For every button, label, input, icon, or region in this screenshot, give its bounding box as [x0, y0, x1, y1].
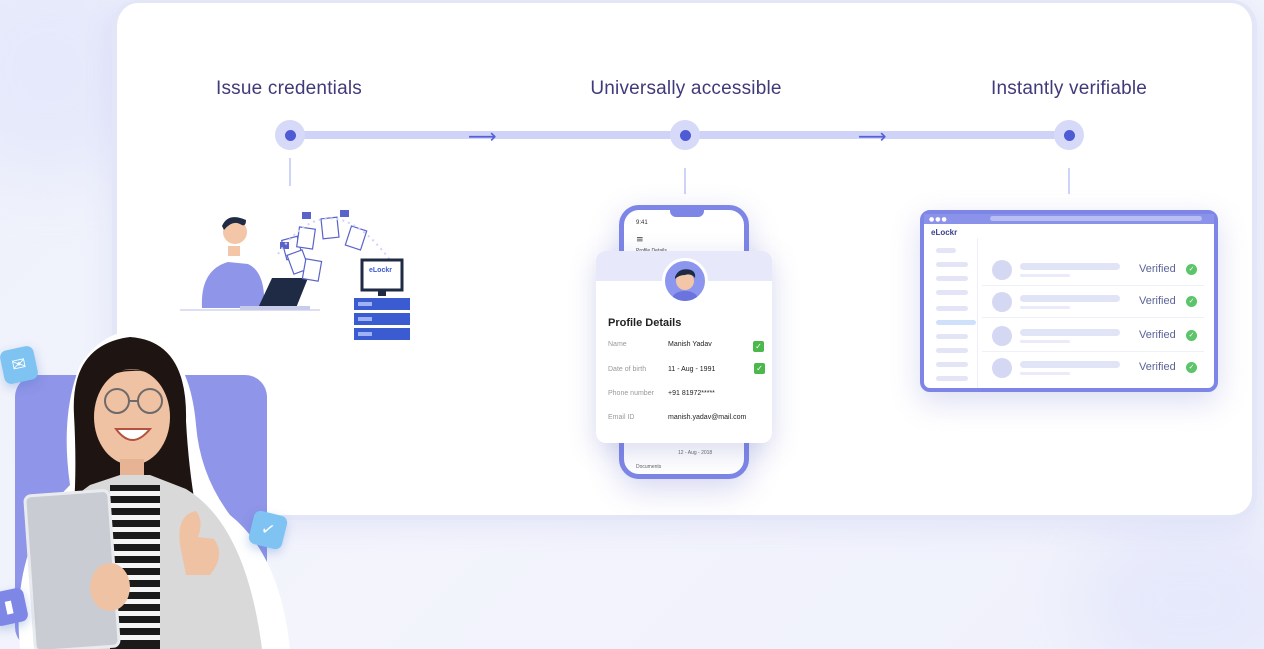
user-avatar-icon: [992, 358, 1012, 378]
timeline-stem: [684, 168, 686, 194]
timeline-dot: [1063, 129, 1075, 141]
phone-notch: [670, 209, 704, 217]
verified-row[interactable]: Verified ✓: [982, 286, 1204, 318]
verified-check-icon: ✓: [1186, 330, 1197, 341]
profile-value: +91 81972*****: [668, 390, 715, 397]
row-placeholder: [1020, 263, 1120, 270]
user-avatar-icon: [992, 292, 1012, 312]
verified-status: Verified: [1139, 361, 1176, 373]
dashboard-brand: eLockr: [931, 228, 958, 237]
row-placeholder: [1020, 361, 1120, 368]
avatar: [662, 258, 708, 304]
row-placeholder: [1020, 274, 1070, 277]
verified-status: Verified: [1139, 329, 1176, 341]
verified-check-icon: ✓: [1186, 296, 1197, 307]
profile-value: 11 - Aug - 1991: [668, 366, 716, 373]
sidebar-item[interactable]: [936, 290, 968, 295]
timeline-dot: [679, 129, 691, 141]
dashboard-titlebar: ●●●: [924, 214, 1214, 224]
verified-row[interactable]: Verified ✓: [982, 352, 1204, 384]
woman-illustration: [18, 331, 290, 649]
dashboard-main: Verified ✓ Verified ✓ Verified ✓ Verifie…: [982, 248, 1208, 384]
sidebar-item[interactable]: [936, 376, 968, 381]
timeline-stem: [1068, 168, 1070, 194]
row-placeholder: [1020, 372, 1070, 375]
profile-title: Profile Details: [608, 317, 682, 329]
verified-status: Verified: [1139, 295, 1176, 307]
avatar-illustration: [671, 269, 699, 301]
user-avatar-icon: [992, 260, 1012, 280]
sidebar-item[interactable]: [936, 362, 968, 367]
phone-footer-docs: Documents: [636, 464, 662, 470]
verified-status: Verified: [1139, 263, 1176, 275]
timeline-node-2: [670, 120, 700, 150]
profile-key: Date of birth: [608, 366, 647, 373]
phone-footer-date: 12 - Aug - 2018: [678, 450, 713, 456]
profile-value: Manish Yadav: [668, 341, 712, 348]
row-placeholder: [1020, 306, 1070, 309]
verified-row[interactable]: Verified ✓: [982, 320, 1204, 352]
monitor-brand: eLockr: [369, 267, 392, 274]
row-placeholder: [1020, 329, 1120, 336]
phone-time: 9:41: [636, 220, 648, 226]
menu-icon[interactable]: ≡: [636, 235, 644, 245]
issuer-illustration: [180, 210, 410, 340]
sidebar-item[interactable]: [936, 306, 968, 311]
profile-value: manish.yadav@mail.com: [668, 414, 747, 421]
window-controls-icon: ●●●: [929, 216, 948, 223]
profile-key: Email ID: [608, 414, 635, 421]
verified-row[interactable]: Verified ✓: [982, 254, 1204, 286]
sidebar-item[interactable]: [936, 348, 968, 353]
timeline-node-3: [1054, 120, 1084, 150]
step-label-issue: Issue credentials: [216, 78, 362, 99]
profile-details-card: Profile Details Name Manish Yadav ✓ Date…: [596, 251, 772, 443]
timeline-stem: [289, 158, 291, 186]
row-placeholder: [1020, 295, 1120, 302]
sidebar-item[interactable]: [936, 262, 968, 267]
verified-check-icon: ✓: [1186, 362, 1197, 373]
dashboard-sidebar: [924, 238, 978, 388]
background-blob: [1080, 520, 1264, 649]
verifier-dashboard: ●●● eLockr Verified ✓ Verified ✓: [920, 210, 1218, 392]
check-icon: ✓: [754, 363, 765, 374]
sidebar-item[interactable]: [936, 248, 956, 253]
user-avatar-icon: [992, 326, 1012, 346]
sidebar-item[interactable]: [936, 334, 968, 339]
timeline-dot: [284, 129, 296, 141]
dashboard-url-bar: [990, 216, 1202, 221]
mail-icon: ✉: [0, 344, 40, 386]
step-label-accessible: Universally accessible: [590, 78, 782, 99]
sidebar-item[interactable]: [936, 276, 968, 281]
row-placeholder: [1020, 340, 1070, 343]
sidebar-item-active[interactable]: [936, 320, 976, 325]
verified-check-icon: ✓: [1186, 264, 1197, 275]
profile-key: Phone number: [608, 390, 654, 397]
check-icon: ✓: [753, 341, 764, 352]
profile-key: Name: [608, 341, 627, 348]
timeline-node-1: [275, 120, 305, 150]
step-label-verifiable: Instantly verifiable: [990, 78, 1148, 99]
arrow-right-icon: ⟶: [858, 124, 887, 148]
arrow-right-icon: ⟶: [468, 124, 497, 148]
